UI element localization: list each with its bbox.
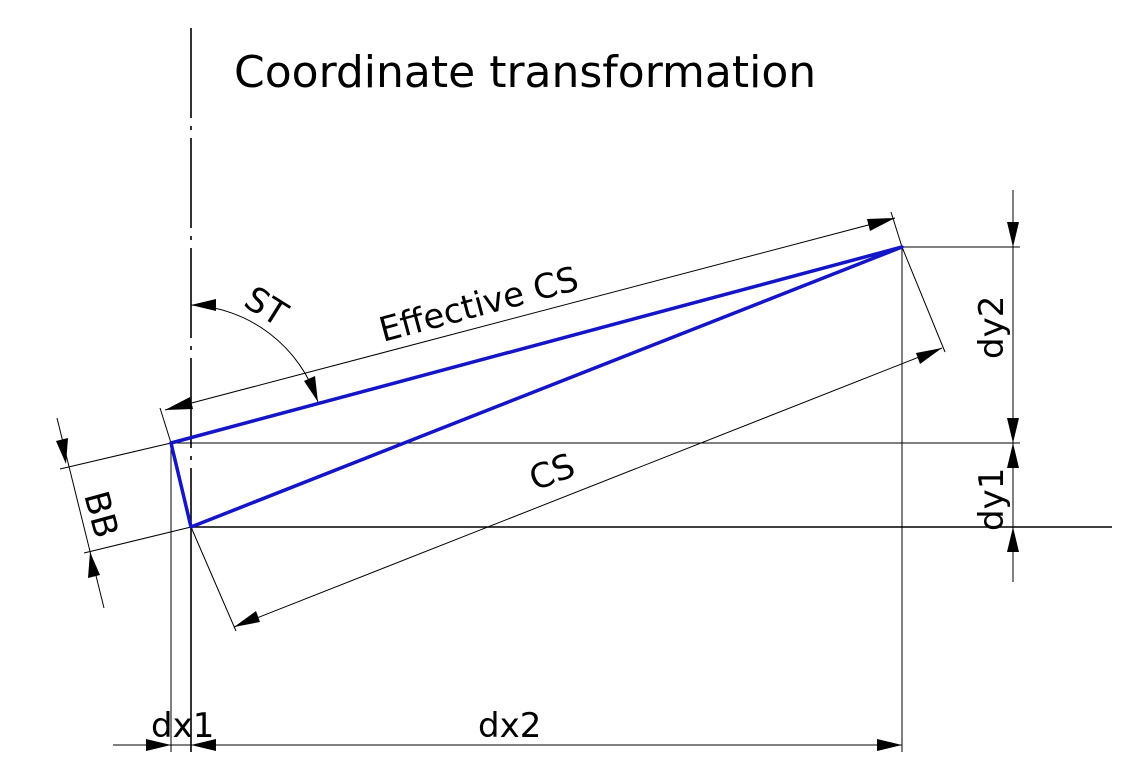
extension-line-bb-bottom (83, 526, 192, 554)
label-dx2: dx2 (478, 706, 541, 746)
label-dy2: dy2 (972, 296, 1012, 359)
transformation-polygon (169, 245, 904, 529)
label-dy1: dy1 (972, 468, 1012, 531)
arrowhead-st-top (191, 299, 216, 311)
arrowhead-effective-cs-right (867, 218, 895, 231)
extension-lines (59, 211, 1020, 752)
arrowhead-dy2-top (1007, 222, 1019, 247)
arrowhead-dy1-top (1007, 443, 1019, 468)
blue-outline (169, 245, 904, 529)
arrowhead-dx2-left (191, 739, 216, 751)
extension-line-effective-right (890, 211, 903, 248)
dimension-line-effective-cs (164, 217, 896, 411)
arrowhead-bb-bottom (88, 552, 100, 578)
extension-line-bb-top (59, 442, 172, 470)
reference-lines (190, 28, 1112, 752)
extension-line-cs-left (190, 526, 237, 632)
label-effective-cs: Effective CS (375, 259, 583, 351)
label-cs: CS (524, 446, 581, 500)
arrowhead-bb-top (56, 438, 68, 464)
arrowhead-dx1-right (146, 739, 171, 751)
arrowhead-dy2-bottom (1007, 418, 1019, 443)
extension-line-cs-right (901, 246, 946, 353)
label-st: ST (237, 279, 294, 335)
diagram-title: Coordinate transformation (234, 47, 816, 98)
arrowhead-st-bottom (304, 376, 318, 402)
arrowhead-cs-left (234, 611, 260, 627)
label-bb: BB (75, 487, 126, 542)
extension-line-effective-left (159, 407, 172, 444)
label-dx1: dx1 (151, 706, 214, 746)
arrowhead-effective-cs-left (165, 397, 193, 410)
dimension-line-cs (233, 347, 943, 628)
arrowhead-dy1-bottom (1007, 527, 1019, 552)
arrowhead-dx2-right (877, 739, 902, 751)
arrowheads (56, 218, 1019, 751)
arrowhead-cs-right (916, 348, 942, 364)
